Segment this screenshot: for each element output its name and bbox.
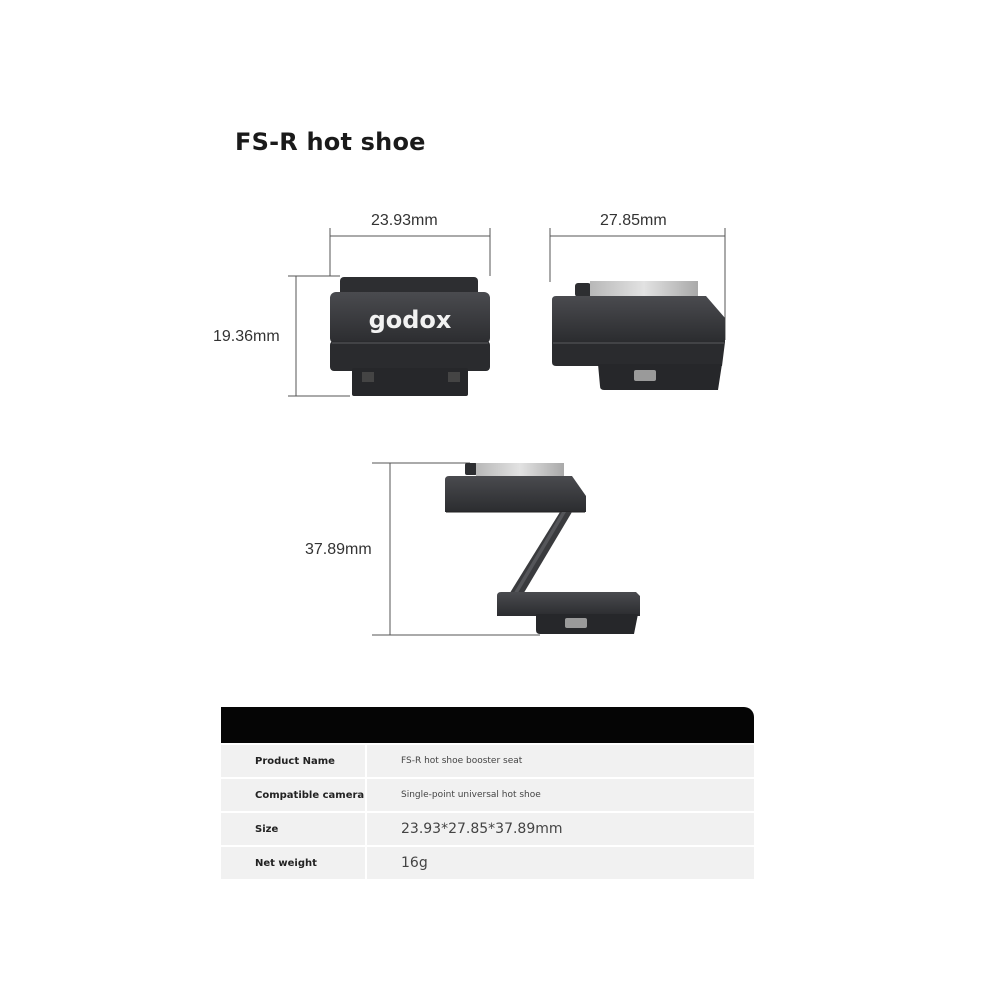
page-title: FS-R hot shoe — [235, 128, 426, 156]
spec-value: 23.93*27.85*37.89mm — [401, 821, 563, 837]
height-dimension-line — [288, 275, 350, 397]
spec-value: FS-R hot shoe booster seat — [401, 756, 523, 766]
spec-label: Size — [221, 813, 367, 845]
godox-logo: godox — [369, 306, 452, 334]
extended-height-dimension-line — [372, 462, 540, 636]
spec-table: Product Name FS-R hot shoe booster seat … — [221, 707, 754, 879]
extended-view-device — [445, 463, 640, 634]
spec-label: Compatible camera — [221, 779, 367, 811]
spec-row-net-weight: Net weight 16g — [221, 847, 754, 879]
spec-value: 16g — [401, 855, 428, 871]
spec-row-compatible-camera: Compatible camera Single-point universal… — [221, 779, 754, 811]
side-view-device — [552, 281, 725, 390]
spec-row-product-name: Product Name FS-R hot shoe booster seat — [221, 745, 754, 777]
front-view-device: godox — [330, 277, 490, 396]
depth-dimension-label: 27.85mm — [600, 212, 667, 229]
spec-label: Product Name — [221, 745, 367, 777]
extended-height-dimension-label: 37.89mm — [305, 541, 372, 558]
spec-table-header — [221, 707, 754, 743]
height-dimension-label: 19.36mm — [213, 328, 280, 345]
spec-value: Single-point universal hot shoe — [401, 790, 541, 800]
spec-label: Net weight — [221, 847, 367, 879]
width-dimension-label: 23.93mm — [371, 212, 438, 229]
spec-row-size: Size 23.93*27.85*37.89mm — [221, 813, 754, 845]
width-dimension-line — [329, 228, 491, 276]
